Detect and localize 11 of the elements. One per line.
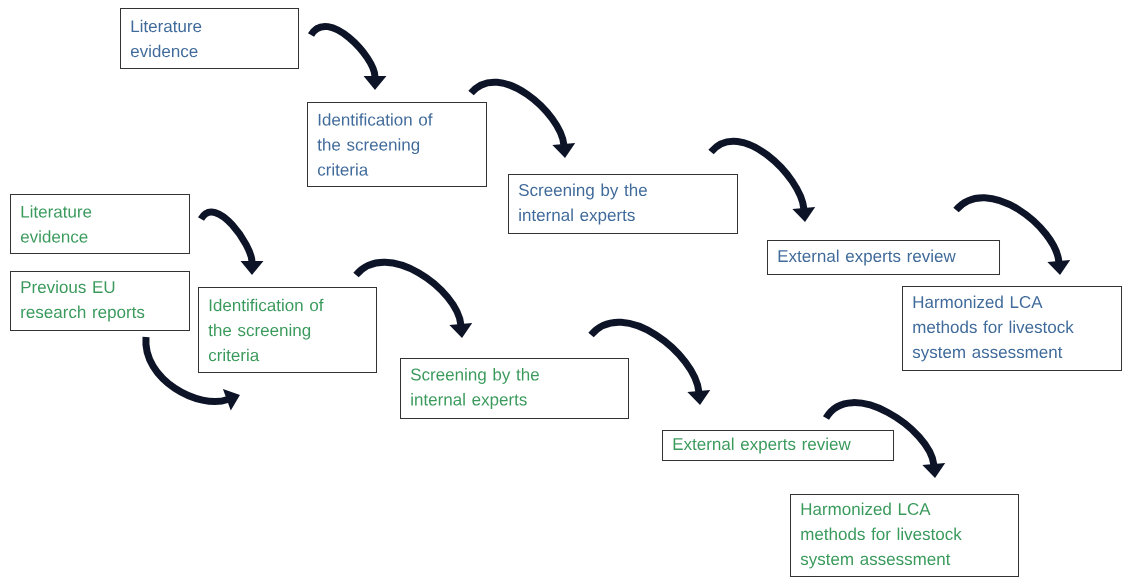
process-box: Literature evidence bbox=[10, 194, 190, 254]
process-box: Identification of the screening criteria bbox=[307, 102, 487, 187]
process-box: External experts review bbox=[662, 430, 894, 461]
process-box: Literature evidence bbox=[120, 8, 299, 69]
process-box: Harmonized LCA methods for livestock system assessment bbox=[902, 286, 1122, 371]
process-box: Harmonized LCA methods for livestock system assessment bbox=[790, 494, 1019, 577]
process-box: Screening by the internal experts bbox=[400, 358, 629, 419]
process-box: Identification of the screening criteria bbox=[198, 287, 377, 373]
process-box: Previous EU research reports bbox=[10, 271, 190, 331]
process-box: Screening by the internal experts bbox=[508, 174, 738, 234]
process-box: External experts review bbox=[767, 240, 1000, 275]
